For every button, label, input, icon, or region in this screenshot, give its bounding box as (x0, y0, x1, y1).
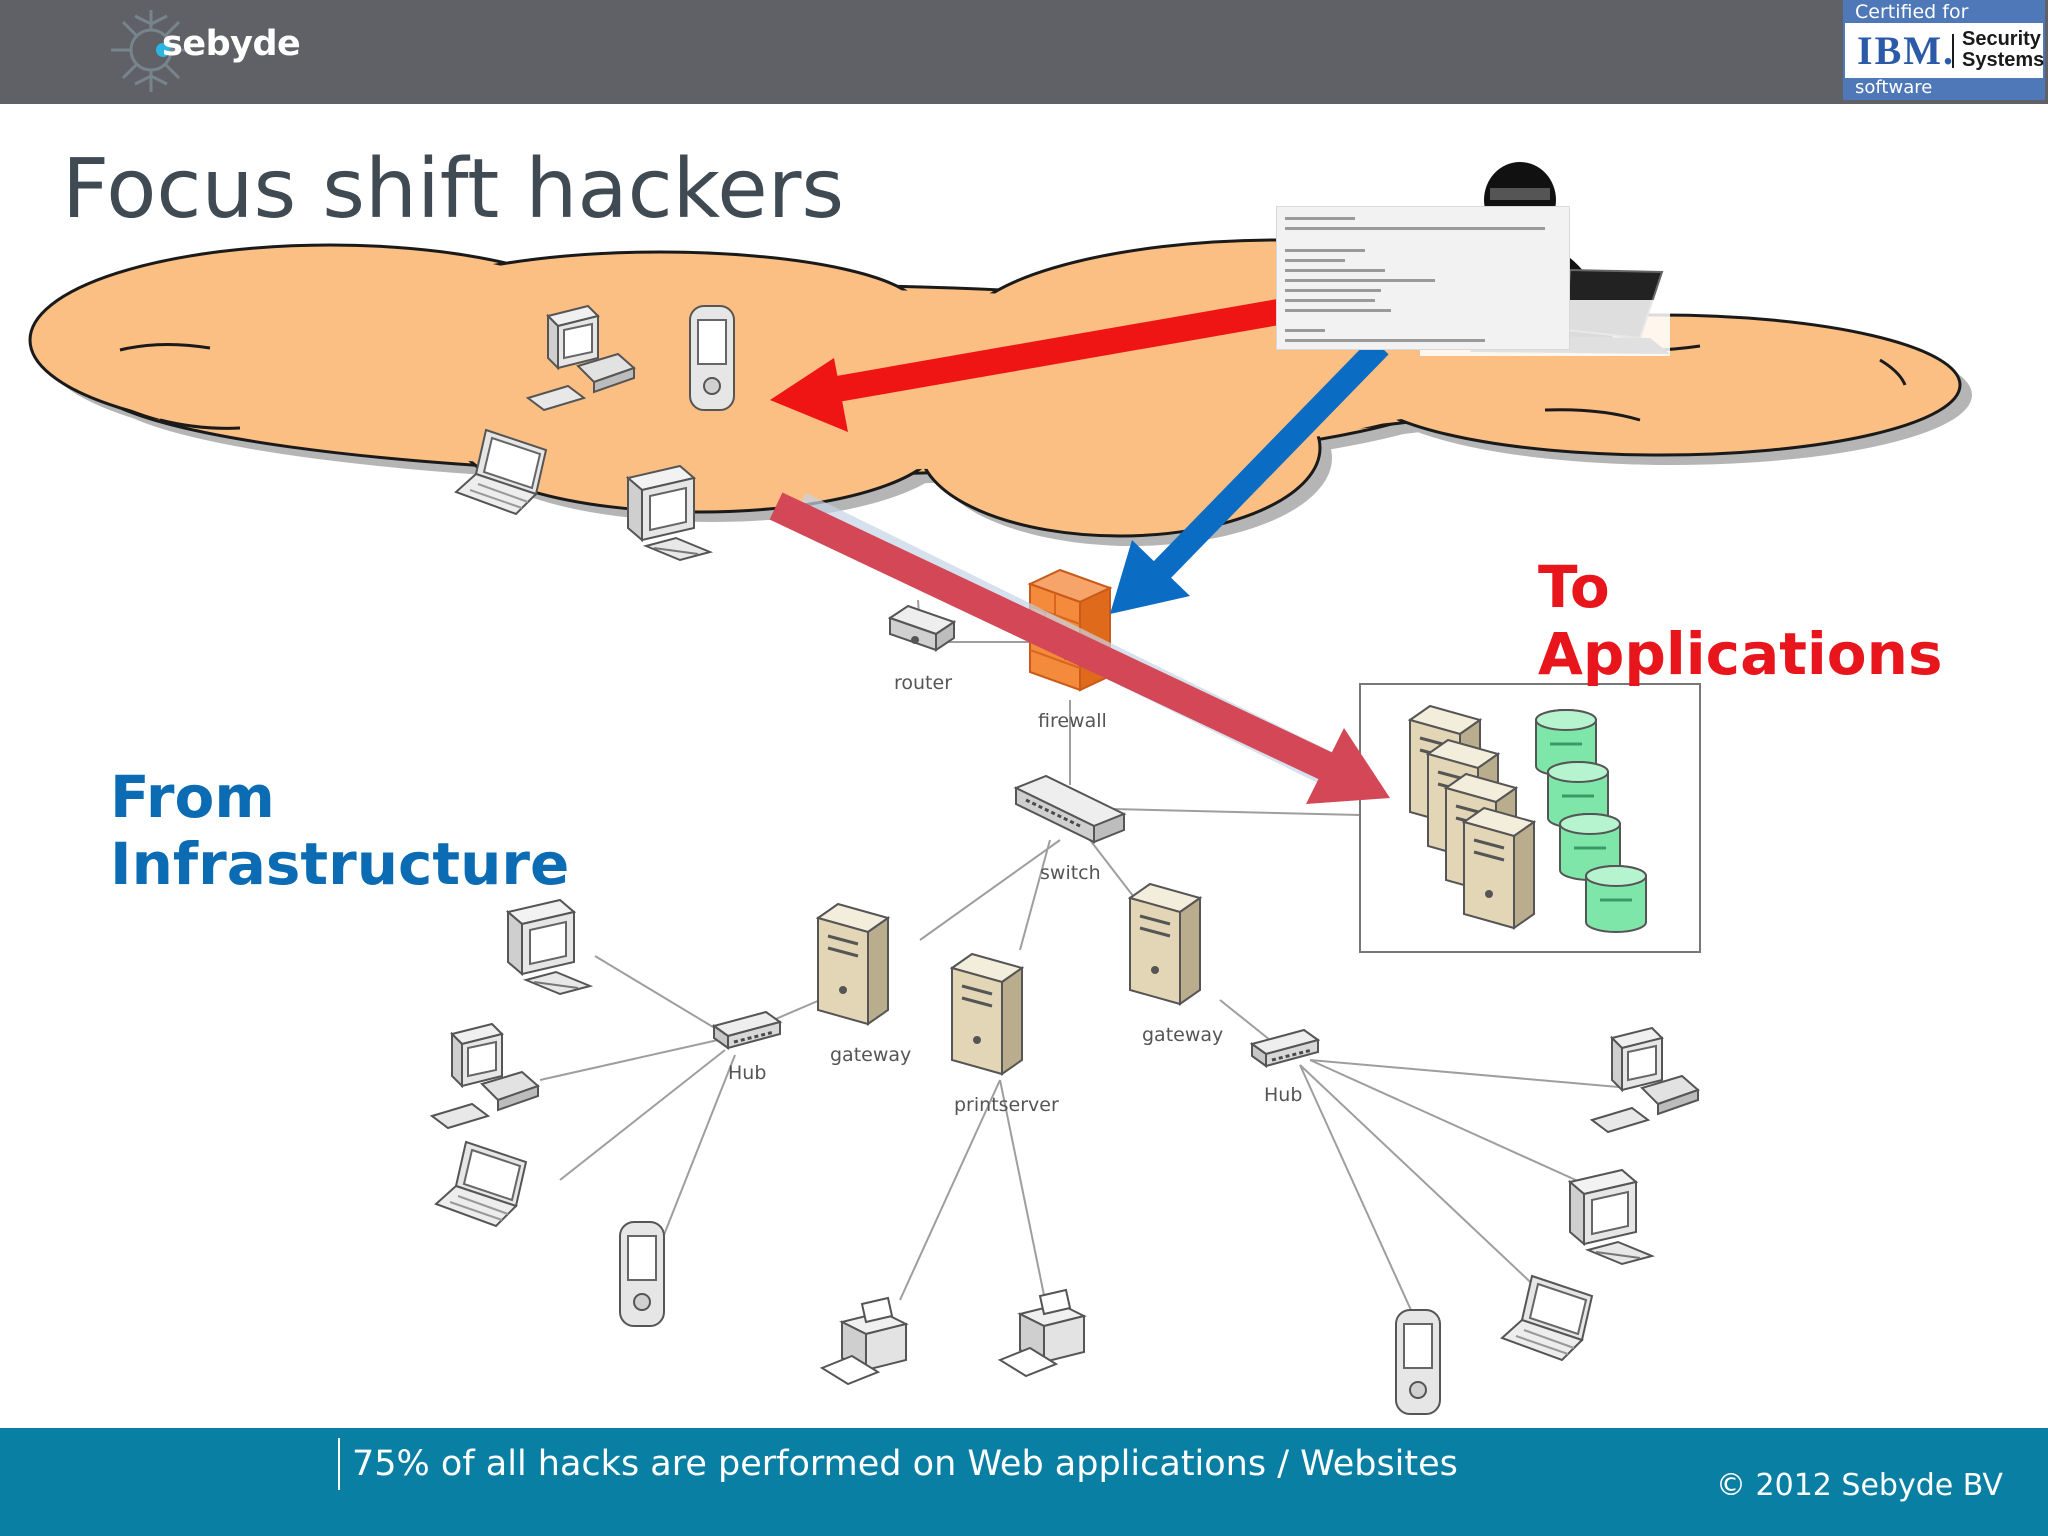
app-server-icon (1462, 806, 1536, 930)
router-icon (887, 604, 957, 652)
badge-product-line1: Security (1962, 28, 2041, 50)
ibm-logo: IBM. (1857, 28, 1955, 73)
hub-left-icon (712, 1010, 782, 1050)
code-snippet-image (1276, 206, 1570, 350)
hub-right-icon (1250, 1028, 1320, 1068)
right-laptop-icon (1501, 1275, 1593, 1361)
badge-product-line2: Systems (1962, 49, 2045, 71)
gateway-server-icon (1128, 882, 1202, 1006)
sebyde-logo-icon (111, 10, 191, 92)
printserver-icon (950, 952, 1024, 1076)
hub-left-label: Hub (728, 1062, 767, 1084)
from-label-line1: From (110, 763, 275, 831)
arrow-hacker-to-devices (770, 297, 1293, 432)
badge-software-text: software (1845, 78, 2043, 98)
right-monitor-icon (1569, 1169, 1653, 1265)
ibm-certification-badge: Certified for IBM. Security Systems soft… (1843, 0, 2045, 100)
cloud-pda-icon (689, 305, 735, 411)
badge-product: Security Systems (1962, 29, 2044, 71)
logo-text: sebyde (162, 24, 301, 64)
to-label-line2: Applications (1538, 620, 1943, 688)
left-monitor-icon (507, 899, 591, 995)
gateway-server-icon (816, 902, 890, 1026)
arrow-hacker-to-firewall (1110, 337, 1389, 614)
printserver-label: printserver (954, 1094, 1059, 1116)
switch-icon (1013, 774, 1127, 844)
footer-statement: 75% of all hacks are performed on Web ap… (352, 1444, 1458, 1484)
copyright-text: © 2012 Sebyde BV (1716, 1468, 2003, 1503)
gateway-left-label: gateway (830, 1044, 912, 1066)
slide-title: Focus shift hackers (62, 142, 845, 237)
to-label-line1: To (1538, 553, 1610, 621)
badge-divider (1952, 34, 1954, 68)
left-pda-icon (619, 1221, 665, 1327)
footer-bar: 75% of all hacks are performed on Web ap… (0, 1428, 2048, 1536)
arrow-infrastructure-to-applications (769, 492, 1390, 804)
right-desktop-icon (1591, 1027, 1699, 1133)
right-pda-icon (1395, 1309, 1441, 1415)
header-bar: sebyde Certified for IBM. Security Syste… (0, 0, 2048, 104)
hub-right-label: Hub (1264, 1084, 1303, 1106)
left-laptop-icon (435, 1141, 527, 1227)
from-label-line2: Infrastructure (110, 830, 570, 898)
badge-certified-text: Certified for (1845, 2, 2043, 23)
firewall-label: firewall (1038, 710, 1107, 732)
from-infrastructure-label: From Infrastructure (110, 764, 569, 898)
router-label: router (894, 672, 953, 694)
network-links (539, 599, 1631, 1331)
footer-divider (338, 1438, 340, 1490)
printer-icon (999, 1289, 1085, 1377)
switch-label: switch (1040, 862, 1101, 884)
to-applications-label: To Applications (1538, 554, 1942, 688)
database-icon (1584, 864, 1648, 934)
printer-icon (821, 1297, 907, 1385)
left-desktop-icon (431, 1023, 539, 1129)
gateway-right-label: gateway (1142, 1024, 1224, 1046)
